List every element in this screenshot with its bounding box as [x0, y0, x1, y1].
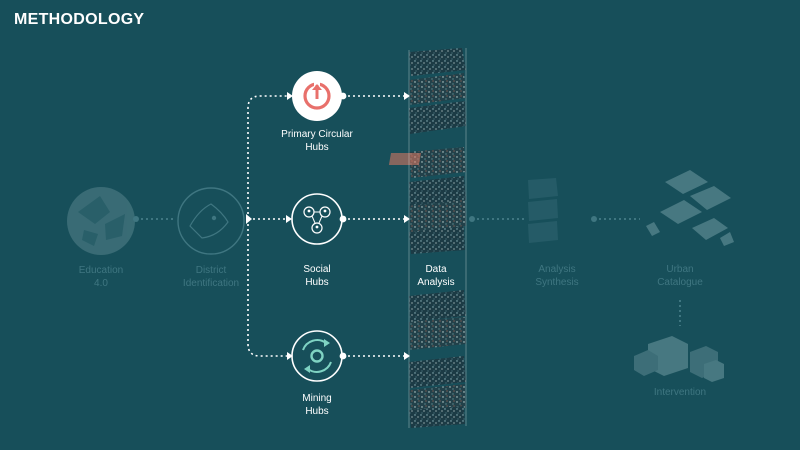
branch-connector	[247, 95, 288, 357]
district-node	[177, 187, 245, 255]
education-label: Education 4.0	[78, 265, 124, 289]
education-node	[67, 187, 135, 255]
analysis-synthesis-label: Analysis Synthesis	[535, 264, 579, 288]
district-label: District Identification	[182, 265, 240, 289]
arrow-head	[287, 92, 293, 100]
primary-hubs-label: Primary Circular Hubs	[281, 129, 353, 153]
data-analysis-label: Data Analysis	[417, 264, 455, 288]
arrow-head	[287, 352, 293, 360]
intervention-label: Intervention	[653, 387, 707, 398]
connector-to-analysis	[343, 95, 404, 357]
intervention-node	[634, 336, 724, 382]
urban-catalogue-node	[646, 170, 734, 246]
mining-hub-node	[291, 330, 343, 382]
social-hub-node	[291, 193, 343, 245]
branch-arrow	[246, 214, 252, 224]
analysis-synthesis-node	[528, 178, 558, 243]
arrow-head	[286, 215, 292, 223]
primary-hub-node	[292, 71, 342, 121]
mining-hubs-label: Mining Hubs	[302, 393, 332, 417]
data-analysis-stack	[388, 48, 467, 428]
social-hubs-label: Social Hubs	[303, 264, 331, 288]
urban-catalogue-label: Urban Catalogue	[657, 264, 703, 288]
page-title: METHODOLOGY	[14, 11, 145, 28]
